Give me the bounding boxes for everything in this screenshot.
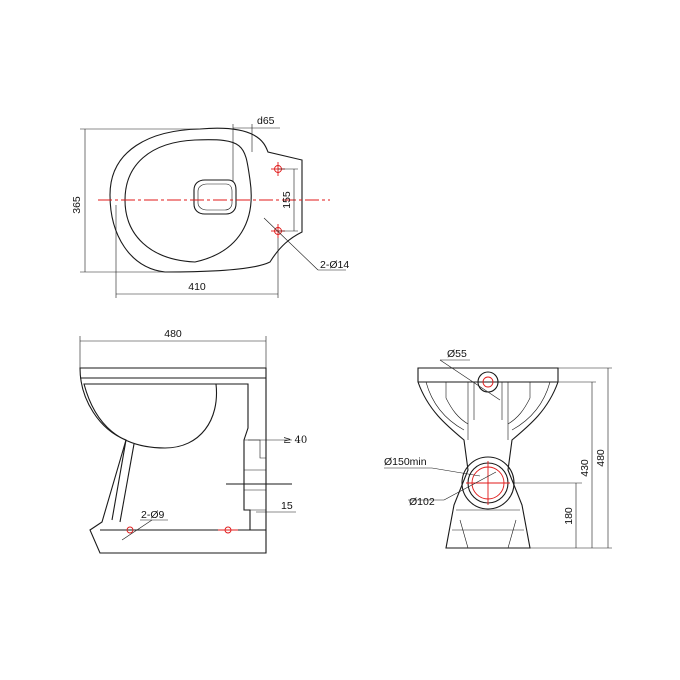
length-label: 480 [164, 328, 182, 340]
hole-label-top-view: 2-Ø14 [320, 259, 349, 271]
top-view-outline [109, 127, 303, 273]
side-view-outline [79, 367, 267, 554]
top-view: 365 410 d65 155 2-Ø14 [71, 115, 349, 298]
side-fixing-hole-front [126, 526, 134, 534]
front-bowl-left [425, 381, 469, 431]
front-view-outline [417, 367, 559, 549]
side-bowl-curve [83, 383, 218, 449]
hole-leader-side-view [121, 519, 153, 541]
outlet-leader [443, 471, 497, 501]
front-view: Ø55 Ø150min Ø102 180 430 480 [384, 348, 612, 549]
side-front-edge [111, 439, 127, 521]
side-view: 480 ≥ 40 15 2-Ø9 [79, 328, 307, 554]
outlet-opening [193, 179, 237, 215]
hole-spacing-label: 155 [281, 191, 293, 209]
clearance-label: ≥ 40 [283, 435, 307, 446]
outlet-min-label: Ø150min [384, 456, 427, 468]
front-bowl-right [507, 381, 551, 431]
total-height-label: 480 [595, 449, 607, 467]
outlet-label: Ø102 [409, 496, 435, 508]
hole-label-side-view: 2-Ø9 [141, 509, 165, 521]
front-base-lines [452, 509, 524, 549]
outlet-min-leader [431, 467, 481, 477]
outlet-opening-inner [197, 183, 233, 211]
front-trap [467, 382, 509, 440]
inlet-leader [439, 359, 501, 401]
inlet-circle-inner [482, 376, 494, 388]
depth-label: 365 [71, 196, 83, 214]
side-base-steps [244, 439, 266, 511]
rim-height-label: 430 [579, 459, 591, 477]
side-front-edge-2 [119, 443, 135, 523]
offset-label: d65 [257, 115, 275, 127]
inlet-label: Ø55 [447, 348, 467, 360]
width-label: 410 [188, 281, 206, 293]
bowl-inner-outline [124, 139, 252, 263]
outlet-height-label: 180 [563, 507, 575, 525]
gap-label: 15 [281, 500, 293, 512]
side-trap-profile [216, 383, 251, 530]
hole-leader-top-view [263, 217, 319, 271]
